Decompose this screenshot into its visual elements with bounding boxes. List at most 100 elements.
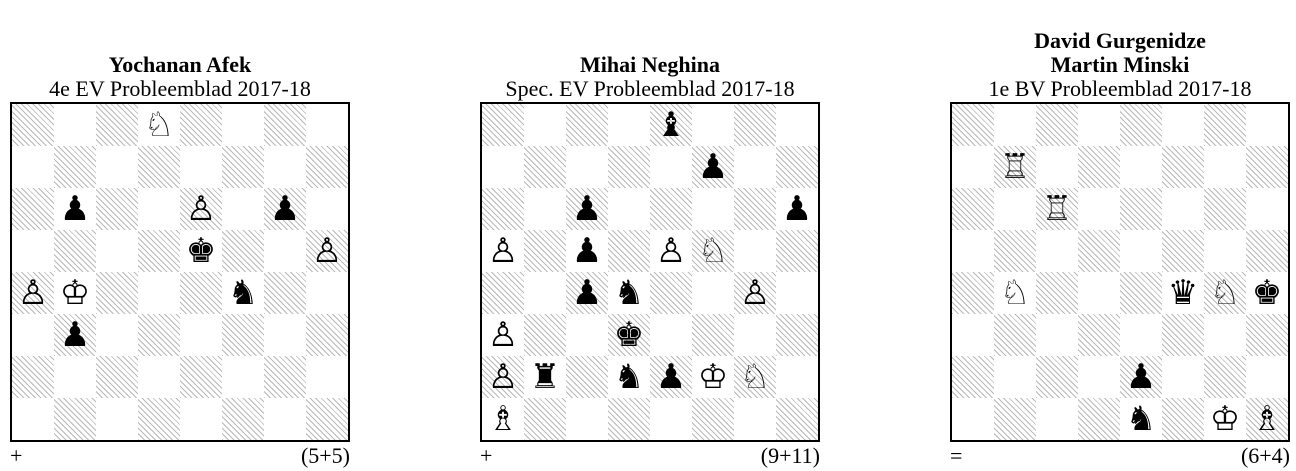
square-f1	[692, 398, 734, 440]
white-king-icon: ♔	[59, 273, 91, 313]
square-h1	[776, 398, 818, 440]
square-f5: ♘	[692, 230, 734, 272]
stipulation: +	[480, 443, 493, 468]
square-d8	[1078, 104, 1120, 146]
square-f7	[1162, 146, 1204, 188]
black-pawn-icon: ♟	[1125, 357, 1157, 397]
square-d5	[138, 230, 180, 272]
square-g2: ♘	[734, 356, 776, 398]
square-f2: ♔	[692, 356, 734, 398]
square-d4: ♞	[608, 272, 650, 314]
source-line: Spec. EV Probleemblad 2017-18	[505, 76, 795, 101]
square-d5	[1078, 230, 1120, 272]
square-g4: ♙	[734, 272, 776, 314]
white-knight-icon: ♘	[697, 231, 729, 271]
square-b3	[524, 314, 566, 356]
square-f8	[692, 104, 734, 146]
square-c6	[96, 188, 138, 230]
square-g4	[264, 272, 306, 314]
square-b6	[994, 188, 1036, 230]
square-a1	[952, 398, 994, 440]
black-pawn-icon: ♟	[59, 315, 91, 355]
square-c4: ♟	[566, 272, 608, 314]
square-g3	[734, 314, 776, 356]
square-d7	[608, 146, 650, 188]
square-h1	[306, 398, 348, 440]
square-g7	[1204, 146, 1246, 188]
white-rook-icon: ♖	[999, 147, 1031, 187]
square-a7	[482, 146, 524, 188]
diagram-2: Mihai Neghina Spec. EV Probleemblad 2017…	[480, 0, 820, 471]
square-d7	[1078, 146, 1120, 188]
square-a7	[12, 146, 54, 188]
square-b5	[54, 230, 96, 272]
square-f7	[222, 146, 264, 188]
square-a4	[482, 272, 524, 314]
square-b3	[994, 314, 1036, 356]
piece-count: (5+5)	[300, 443, 350, 468]
source-line: 4e EV Probleemblad 2017-18	[49, 76, 311, 101]
square-g4: ♘	[1204, 272, 1246, 314]
square-e5: ♚	[180, 230, 222, 272]
white-knight-icon: ♘	[739, 357, 771, 397]
square-d8: ♘	[138, 104, 180, 146]
square-d2	[138, 356, 180, 398]
square-c2	[566, 356, 608, 398]
square-d6	[138, 188, 180, 230]
square-b7	[524, 146, 566, 188]
square-f6	[222, 188, 264, 230]
square-g6	[1204, 188, 1246, 230]
square-c3	[96, 314, 138, 356]
square-c8	[96, 104, 138, 146]
white-bishop-icon: ♗	[487, 399, 519, 439]
square-f3	[222, 314, 264, 356]
square-h5: ♙	[306, 230, 348, 272]
square-g7	[734, 146, 776, 188]
square-e6: ♙	[180, 188, 222, 230]
black-pawn-icon: ♟	[697, 147, 729, 187]
black-pawn-icon: ♟	[781, 189, 813, 229]
square-c5	[1036, 230, 1078, 272]
square-f7: ♟	[692, 146, 734, 188]
square-d6	[608, 188, 650, 230]
square-h4	[776, 272, 818, 314]
square-c2	[96, 356, 138, 398]
square-f2	[1162, 356, 1204, 398]
square-b5	[994, 230, 1036, 272]
square-h8	[1246, 104, 1288, 146]
square-a1	[12, 398, 54, 440]
square-f8	[1162, 104, 1204, 146]
square-f8	[222, 104, 264, 146]
square-f3	[1162, 314, 1204, 356]
white-pawn-icon: ♙	[185, 189, 217, 229]
square-h2	[776, 356, 818, 398]
square-e2	[180, 356, 222, 398]
square-b8	[994, 104, 1036, 146]
stipulation: =	[950, 443, 963, 468]
square-h6	[306, 188, 348, 230]
square-c1	[566, 398, 608, 440]
square-h4: ♚	[1246, 272, 1288, 314]
square-b5	[524, 230, 566, 272]
square-d1	[138, 398, 180, 440]
square-a6	[482, 188, 524, 230]
black-knight-icon: ♞	[613, 273, 645, 313]
square-c7	[1036, 146, 1078, 188]
square-b6	[524, 188, 566, 230]
square-f3	[692, 314, 734, 356]
square-d2	[1078, 356, 1120, 398]
square-e7	[180, 146, 222, 188]
square-e3	[1120, 314, 1162, 356]
square-d8	[608, 104, 650, 146]
square-e4	[1120, 272, 1162, 314]
square-f4	[692, 272, 734, 314]
square-f1	[1162, 398, 1204, 440]
square-e1	[180, 398, 222, 440]
square-b2: ♜	[524, 356, 566, 398]
square-a8	[952, 104, 994, 146]
square-b1	[994, 398, 1036, 440]
square-a5: ♙	[482, 230, 524, 272]
square-a1: ♗	[482, 398, 524, 440]
square-e3	[180, 314, 222, 356]
square-h6: ♟	[776, 188, 818, 230]
